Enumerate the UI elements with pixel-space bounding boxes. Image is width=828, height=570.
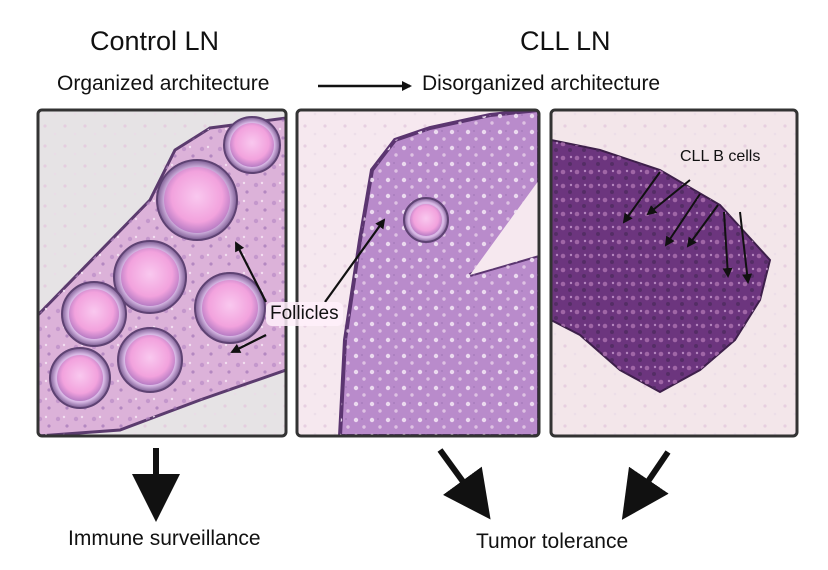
cll-ln-intermediate-panel	[297, 110, 539, 436]
outcome-arrow-tolerance-2	[632, 452, 668, 505]
outcome-arrow-tolerance-1	[440, 450, 480, 505]
immune-surveillance-label: Immune surveillance	[68, 527, 261, 551]
tumor-tolerance-label: Tumor tolerance	[476, 530, 628, 554]
follicles-label: Follicles	[266, 302, 343, 326]
cll-b-cells-label: CLL B cells	[680, 148, 760, 166]
control-ln-panel	[38, 110, 286, 436]
